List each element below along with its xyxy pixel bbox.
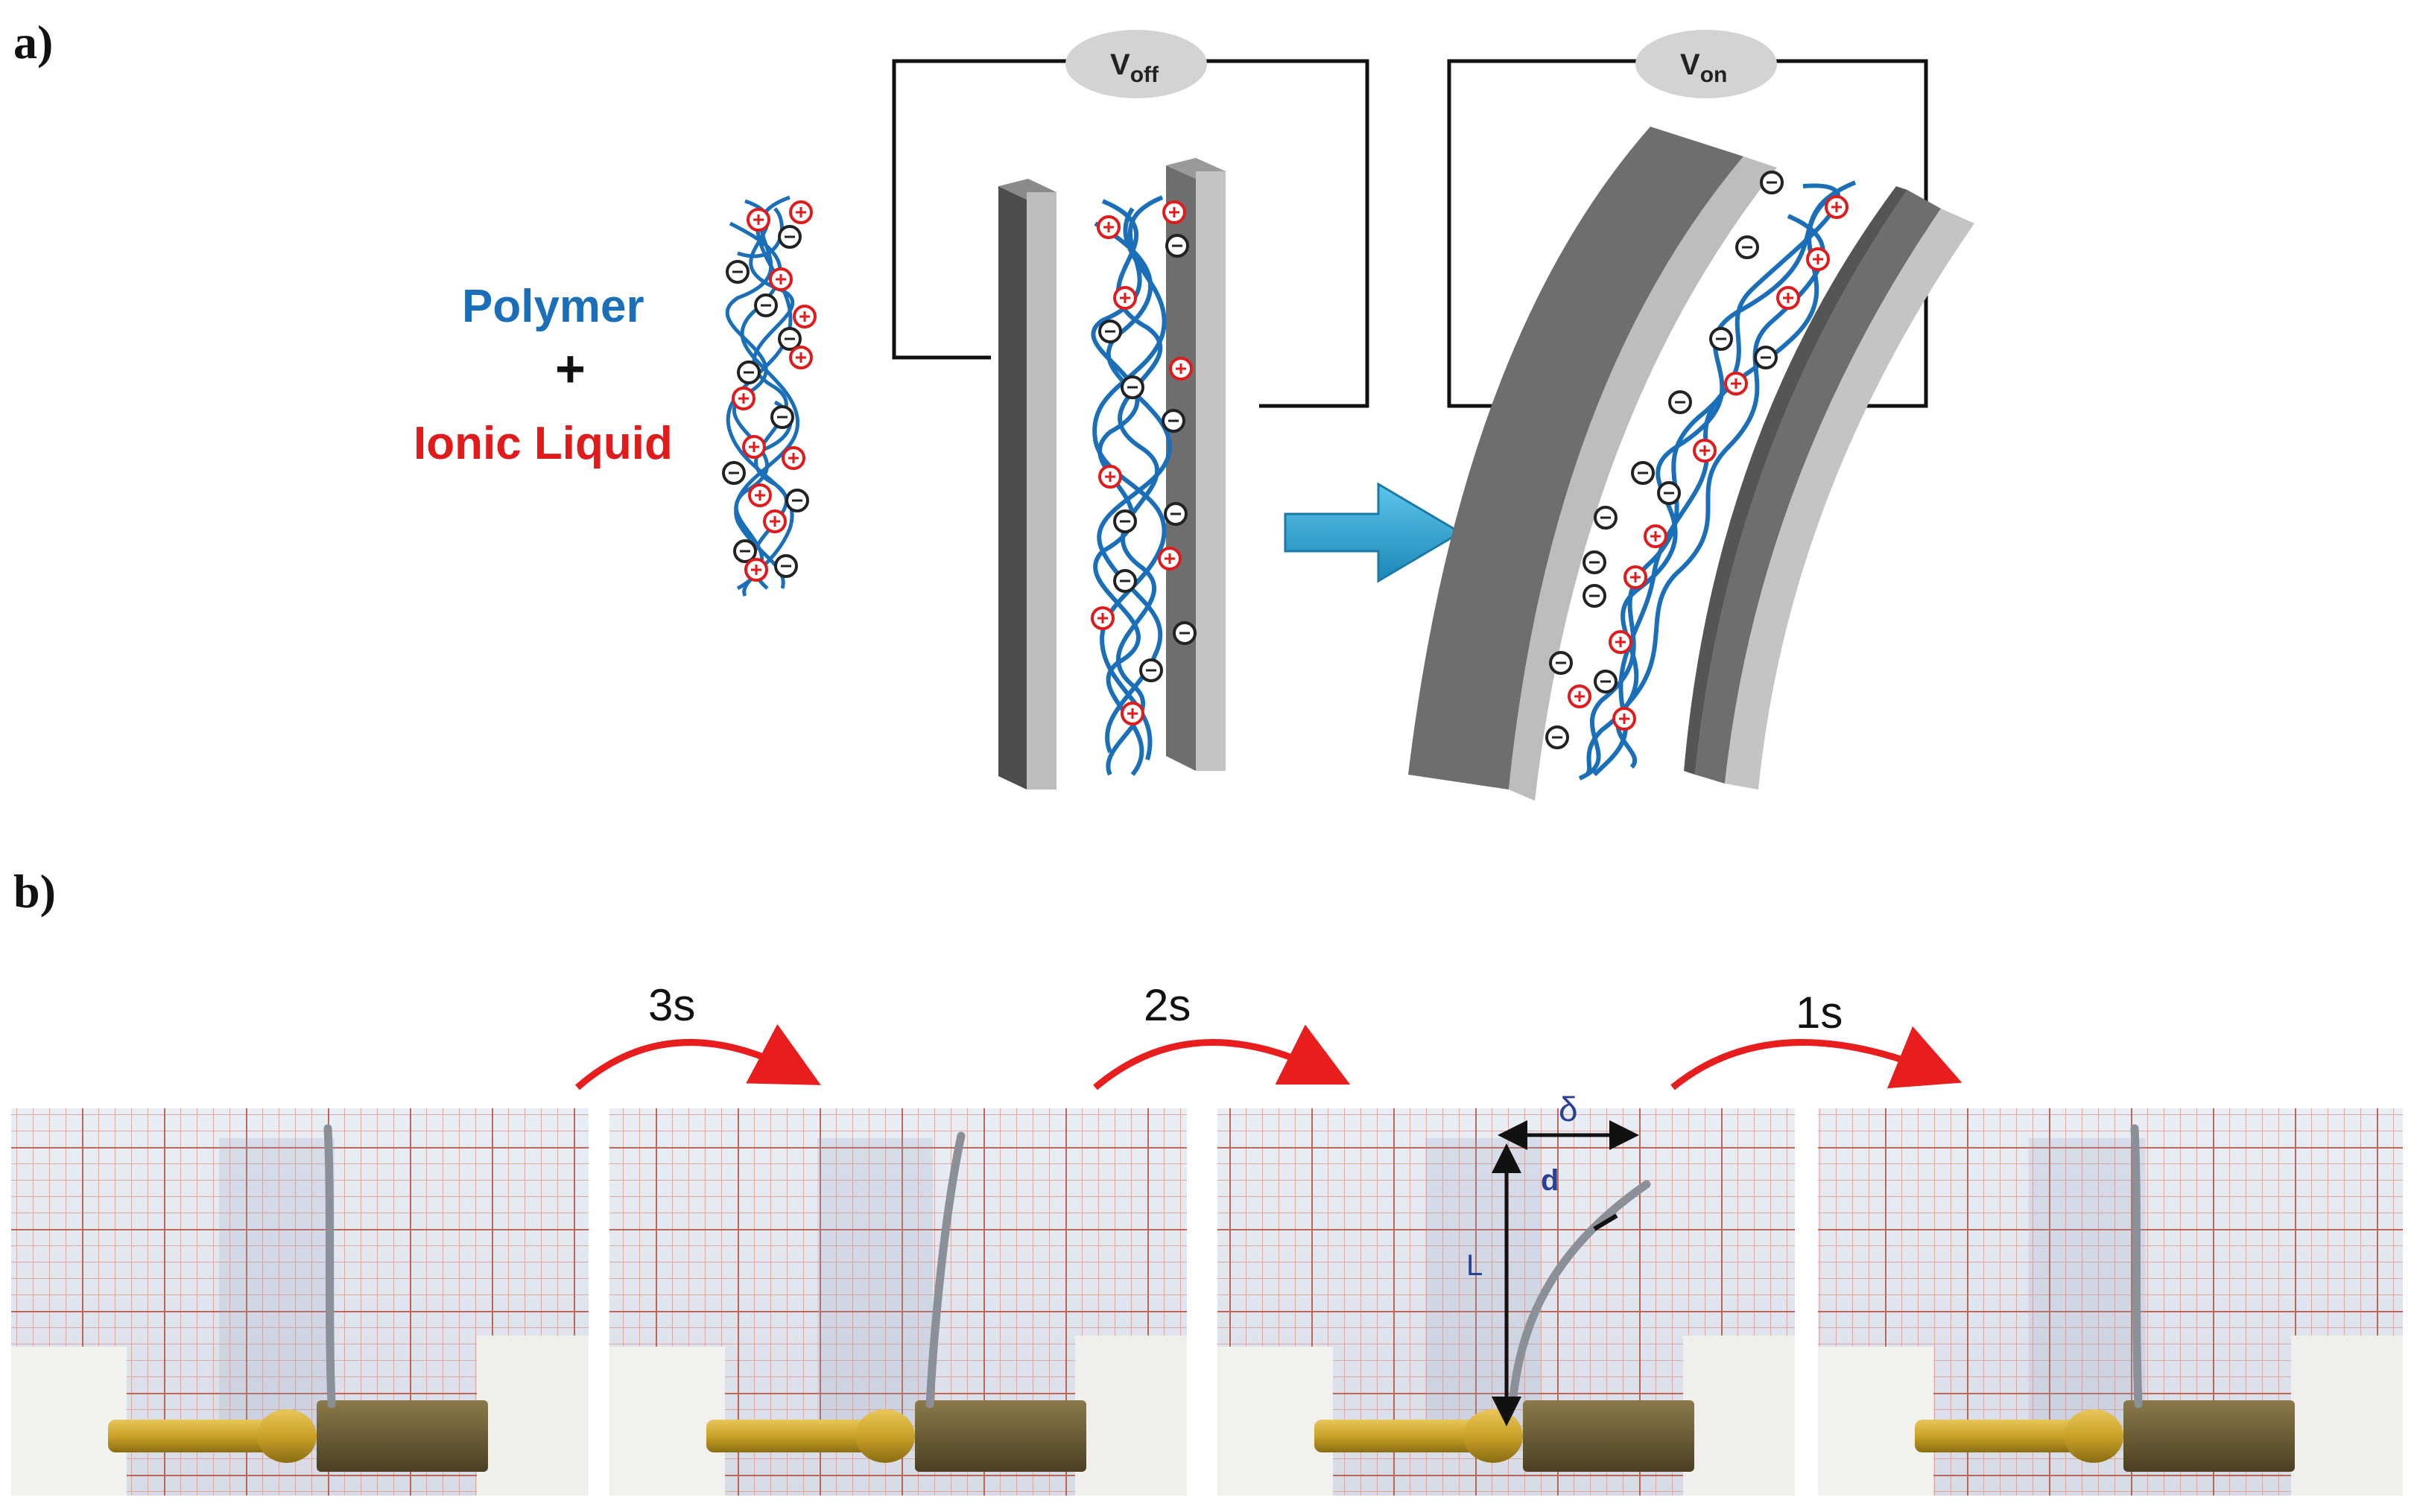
cation-straight-1 <box>1162 200 1186 224</box>
anion-bent-6 <box>1754 346 1778 369</box>
electrode-left <box>1027 192 1056 790</box>
panel-b-label: b) <box>13 865 56 918</box>
photo-frame-2 <box>609 1108 1187 1496</box>
anion-straight-6 <box>1121 375 1144 399</box>
anion-strand-7 <box>778 327 802 351</box>
cation-bent-9 <box>1693 439 1717 463</box>
anion-strand-8 <box>737 360 761 384</box>
anion-straight-14 <box>1173 621 1197 645</box>
cation-strand-6 <box>793 305 817 328</box>
anion-strand-5 <box>754 293 778 317</box>
anion-bent-10 <box>1631 461 1655 485</box>
cation-strand-0 <box>747 208 770 232</box>
cation-bent-7 <box>1724 372 1748 396</box>
delta-label: δ <box>1559 1090 1578 1128</box>
bent-actuator <box>1408 127 1974 801</box>
electrode-right <box>1166 165 1196 771</box>
cation-strand-12 <box>742 435 766 459</box>
cation-straight-16 <box>1121 702 1144 725</box>
bent-ions <box>1545 171 1848 749</box>
cation-straight-0 <box>1097 215 1121 239</box>
voltmeter-off <box>1065 30 1207 98</box>
time-label-1: 3s <box>648 980 696 1030</box>
panel-a-label: a) <box>13 16 54 69</box>
anion-bent-13 <box>1594 506 1618 530</box>
cation-bent-1 <box>1825 195 1848 219</box>
photo-frame-3 <box>1217 1108 1795 1496</box>
anion-bent-2 <box>1735 235 1759 259</box>
anion-bent-21 <box>1545 725 1569 749</box>
anion-strand-11 <box>770 405 794 429</box>
strand-ions <box>722 200 817 582</box>
anion-bent-14 <box>1583 550 1606 574</box>
cation-strand-4 <box>769 267 793 291</box>
cation-straight-5 <box>1169 357 1193 381</box>
anion-bent-16 <box>1583 584 1606 608</box>
anion-bent-8 <box>1668 390 1692 414</box>
time-arrow-3 <box>1670 1026 1962 1090</box>
anion-bent-5 <box>1709 327 1733 351</box>
photo-frame-1 <box>11 1108 589 1496</box>
time-arrow-1 <box>575 1023 821 1090</box>
cation-strand-9 <box>789 346 813 369</box>
cation-strand-17 <box>763 509 787 533</box>
d-label: d <box>1541 1164 1559 1197</box>
circuit-on <box>1447 30 1928 408</box>
legend-plus: + <box>555 340 586 398</box>
anion-straight-4 <box>1098 320 1122 343</box>
time-label-2: 2s <box>1144 980 1191 1030</box>
anion-strand-3 <box>726 260 750 284</box>
cation-strand-10 <box>732 387 755 410</box>
cation-strand-20 <box>744 558 768 582</box>
anion-strand-19 <box>774 554 798 578</box>
anion-strand-14 <box>722 461 746 485</box>
anion-bent-11 <box>1657 481 1681 505</box>
anion-straight-2 <box>1165 234 1189 258</box>
panel-a-diagram: Voff Von <box>722 30 1974 801</box>
anion-straight-7 <box>1162 409 1185 433</box>
anion-bent-19 <box>1594 670 1618 693</box>
circuit-off <box>892 30 1369 408</box>
straight-actuator <box>998 158 1226 790</box>
cation-bent-20 <box>1568 684 1591 708</box>
cation-bent-3 <box>1806 247 1830 271</box>
anion-straight-9 <box>1164 502 1188 526</box>
bent-electrode-right <box>1695 190 1941 784</box>
bent-electrode-left <box>1408 127 1743 790</box>
anion-strand-18 <box>733 539 757 563</box>
L-label: L <box>1466 1249 1483 1282</box>
time-arrow-2 <box>1093 1024 1351 1090</box>
cation-strand-1 <box>789 200 813 224</box>
voltage-off-label: Voff <box>1110 48 1159 87</box>
cation-strand-15 <box>748 483 772 507</box>
anion-strand-16 <box>785 489 809 512</box>
time-label-3: 1s <box>1796 988 1843 1038</box>
straight-ions <box>1091 200 1197 725</box>
cation-bent-4 <box>1776 286 1800 310</box>
anion-bent-0 <box>1760 171 1784 194</box>
deflection-annotations: δ d L <box>1466 1090 1639 1426</box>
photo-frame-4 <box>1818 1108 2403 1496</box>
transition-arrow <box>1284 482 1463 583</box>
cation-straight-3 <box>1113 286 1137 310</box>
anion-strand-2 <box>778 225 802 249</box>
anion-straight-15 <box>1139 658 1163 682</box>
legend-ionic-liquid: Ionic Liquid <box>414 418 673 469</box>
cation-bent-17 <box>1609 630 1632 654</box>
cation-straight-11 <box>1158 547 1182 571</box>
anion-straight-10 <box>1113 509 1137 533</box>
anion-straight-12 <box>1113 569 1137 593</box>
cation-strand-13 <box>782 446 805 470</box>
cation-bent-15 <box>1623 565 1647 589</box>
legend-polymer: Polymer <box>462 281 644 332</box>
cation-bent-22 <box>1612 707 1636 731</box>
cation-straight-8 <box>1098 465 1122 489</box>
anion-bent-18 <box>1549 651 1573 675</box>
voltage-on-label: Von <box>1680 48 1727 87</box>
cation-straight-13 <box>1091 606 1115 630</box>
cation-bent-12 <box>1644 524 1667 548</box>
voltmeter-on <box>1635 30 1777 98</box>
